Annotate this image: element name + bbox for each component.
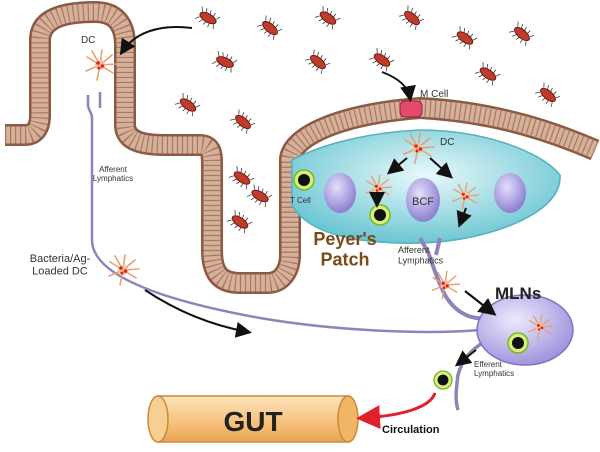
lymph-flow-arrow [144, 289, 252, 338]
mlns-label: MLNs [495, 284, 541, 303]
efferent-lymphatic [454, 338, 488, 411]
m-cell [399, 100, 423, 118]
dc-migration-arrow [429, 157, 453, 179]
bacterium-icon [255, 14, 284, 42]
dendritic-cell-icon [108, 254, 140, 286]
t-cell-icon [293, 169, 315, 191]
dc-patch-label: DC [440, 137, 454, 148]
bacterium-icon [245, 183, 274, 209]
bacterium-icon [303, 48, 332, 76]
bacterium-icon [173, 91, 202, 118]
bacteria-to-m-cell-arrow [381, 71, 416, 102]
dc-villus-label: DC [81, 35, 95, 46]
mesenteric-lymph-node [476, 294, 574, 366]
villus-afferent-lymphatic [86, 95, 481, 334]
bacterium-icon [533, 81, 562, 109]
bacterium-icon [313, 4, 342, 31]
circulation-arrow [356, 392, 437, 430]
bacterium-icon [211, 49, 238, 74]
bacterium-icon [473, 60, 502, 87]
t-cell-icon [433, 370, 453, 390]
b-cell-follicle-bcf [406, 178, 440, 222]
dendritic-cell-icon [85, 49, 117, 81]
bacterium-icon [228, 108, 257, 136]
patch-afferent-lymphatic [418, 237, 487, 321]
bcf-label: BCF [412, 196, 434, 208]
bacteria-to-dc-arrow [119, 26, 193, 56]
gut-label: GUT [223, 406, 282, 437]
dc-migration-arrow [456, 207, 472, 228]
patch-afferent-lymphatic-branch [434, 237, 442, 256]
mln-to-efferent-arrow [454, 349, 477, 367]
circulation-label: Circulation [382, 424, 440, 436]
t-cell-icon [507, 332, 529, 354]
gut-cylinder [147, 395, 359, 443]
bacteria-loaded-dc-label: Bacteria/Ag-Loaded DC [30, 253, 91, 278]
bacterium-icon [225, 208, 254, 235]
dc-migration-arrow [386, 157, 408, 175]
dc-to-mln-arrow [464, 290, 497, 316]
bacterium-icon [227, 164, 256, 191]
t-cell-icon [369, 204, 391, 226]
b-cell-follicle [324, 173, 356, 213]
bacterium-icon [507, 20, 536, 48]
bacterium-icon [397, 4, 426, 32]
t-cell-label: T Cell [290, 196, 311, 205]
intestinal-epithelium-inner [5, 3, 599, 292]
bacterium-icon [367, 46, 396, 73]
b-cell-follicle [494, 173, 526, 213]
bacterium-icon [450, 24, 479, 51]
m-cell-label: M Cell [420, 89, 448, 100]
bacterium-icon [193, 5, 222, 31]
